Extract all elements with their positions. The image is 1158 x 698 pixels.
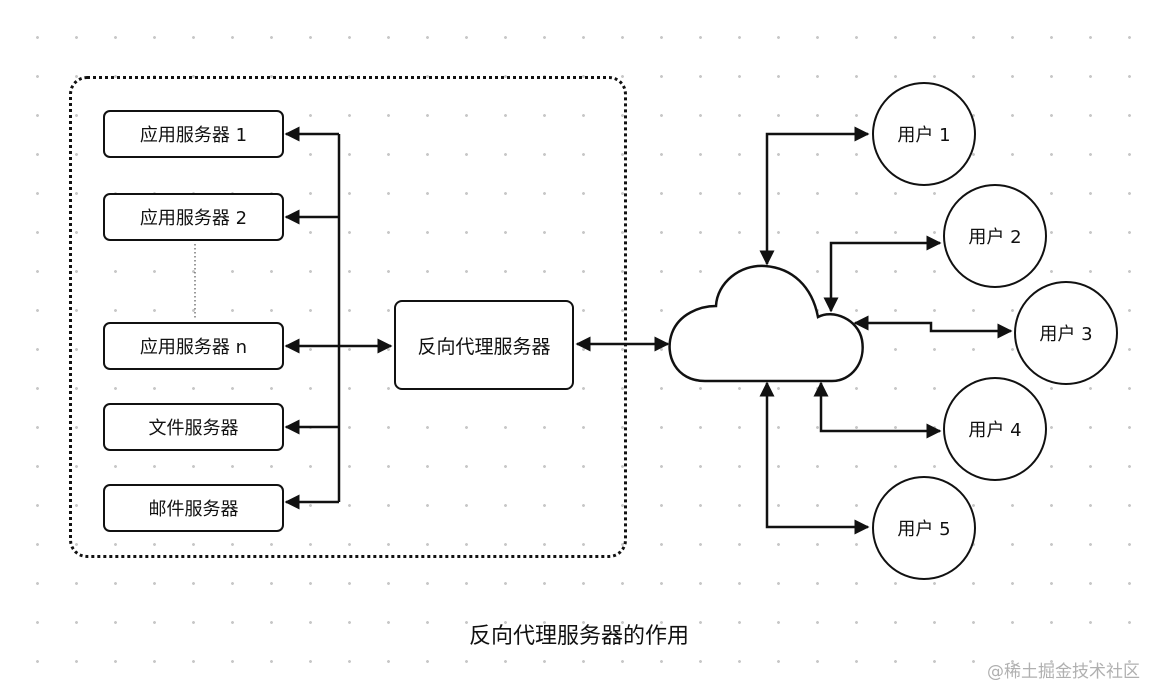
server-app-2-label: 应用服务器 2: [139, 208, 248, 229]
server-app-1-label: 应用服务器 1: [139, 125, 248, 146]
user-4-label: 用户 4: [968, 420, 1022, 441]
server-app-n[interactable]: 应用服务器 n: [103, 322, 284, 370]
arrow-user-1: [759, 126, 870, 266]
server-app-1[interactable]: 应用服务器 1: [103, 110, 284, 158]
user-1-label: 用户 1: [897, 125, 951, 146]
user-5-label: 用户 5: [897, 519, 951, 540]
reverse-proxy-node[interactable]: 反向代理服务器: [394, 300, 574, 390]
user-node-1[interactable]: 用户 1: [872, 82, 976, 186]
user-node-5[interactable]: 用户 5: [872, 476, 976, 580]
arrow-user-4: [813, 381, 942, 439]
cloud-icon: [668, 264, 864, 383]
server-file-label: 文件服务器: [148, 418, 239, 439]
server-group-frame: [69, 76, 627, 558]
arrow-user-3: [853, 315, 1013, 339]
server-app-2[interactable]: 应用服务器 2: [103, 193, 284, 241]
user-2-label: 用户 2: [968, 227, 1022, 248]
server-file[interactable]: 文件服务器: [103, 403, 284, 451]
watermark: @稀土掘金技术社区: [987, 662, 1140, 682]
diagram-caption: 反向代理服务器的作用: [468, 624, 689, 649]
arrow-user-2: [823, 235, 942, 313]
arrow-user-5: [759, 381, 870, 535]
user-node-2[interactable]: 用户 2: [943, 184, 1047, 288]
user-node-4[interactable]: 用户 4: [943, 377, 1047, 481]
server-app-n-label: 应用服务器 n: [139, 337, 248, 358]
user-node-3[interactable]: 用户 3: [1014, 281, 1118, 385]
user-3-label: 用户 3: [1039, 324, 1093, 345]
reverse-proxy-label: 反向代理服务器: [417, 335, 551, 358]
server-mail[interactable]: 邮件服务器: [103, 484, 284, 532]
server-mail-label: 邮件服务器: [148, 499, 239, 520]
